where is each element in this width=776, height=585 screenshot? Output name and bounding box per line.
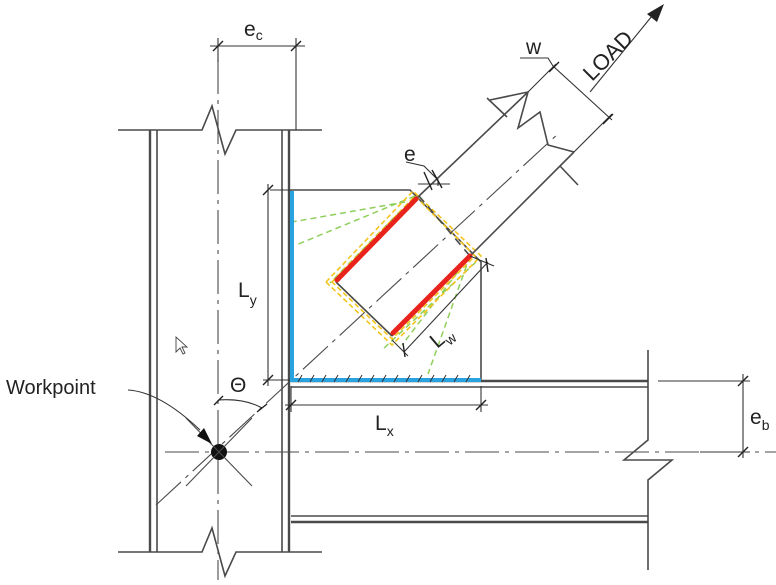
beam-break: [621, 350, 675, 570]
cursor-icon: [175, 335, 189, 355]
column-bottom-break: [118, 525, 322, 579]
dim-ec: [210, 38, 305, 130]
workpoint-marker: [127, 389, 253, 487]
label-w: w: [525, 36, 542, 59]
label-ly: Ly: [238, 279, 257, 308]
weld-hatch: [297, 374, 471, 383]
dim-ly: [262, 184, 290, 386]
dim-eb: [658, 374, 750, 458]
weld-lines: [334, 196, 473, 336]
column-top-break: [118, 103, 322, 157]
dim-e: [405, 161, 450, 191]
theta-arc: [213, 395, 268, 413]
beam: [291, 350, 675, 570]
whitmore-lines: [291, 195, 477, 375]
brace-centerline: [155, 131, 561, 506]
label-workpoint: Workpoint: [6, 377, 96, 399]
dim-lx: [285, 386, 488, 412]
weld-outline: [324, 189, 483, 347]
label-theta: Θ: [230, 374, 246, 397]
label-load: LOAD: [578, 25, 638, 85]
dim-w: [520, 57, 614, 153]
label-ec: ec: [244, 18, 263, 43]
dim-lw: [391, 255, 495, 358]
brace-break: [489, 90, 575, 153]
label-lx: Lx: [375, 412, 394, 439]
gusset-interface-line: [290, 191, 481, 382]
load-arrow: [589, 4, 664, 93]
label-eb: eb: [750, 406, 770, 433]
label-lw: Lw: [426, 321, 461, 356]
label-e: e: [404, 143, 416, 166]
brace-member: [335, 90, 579, 337]
